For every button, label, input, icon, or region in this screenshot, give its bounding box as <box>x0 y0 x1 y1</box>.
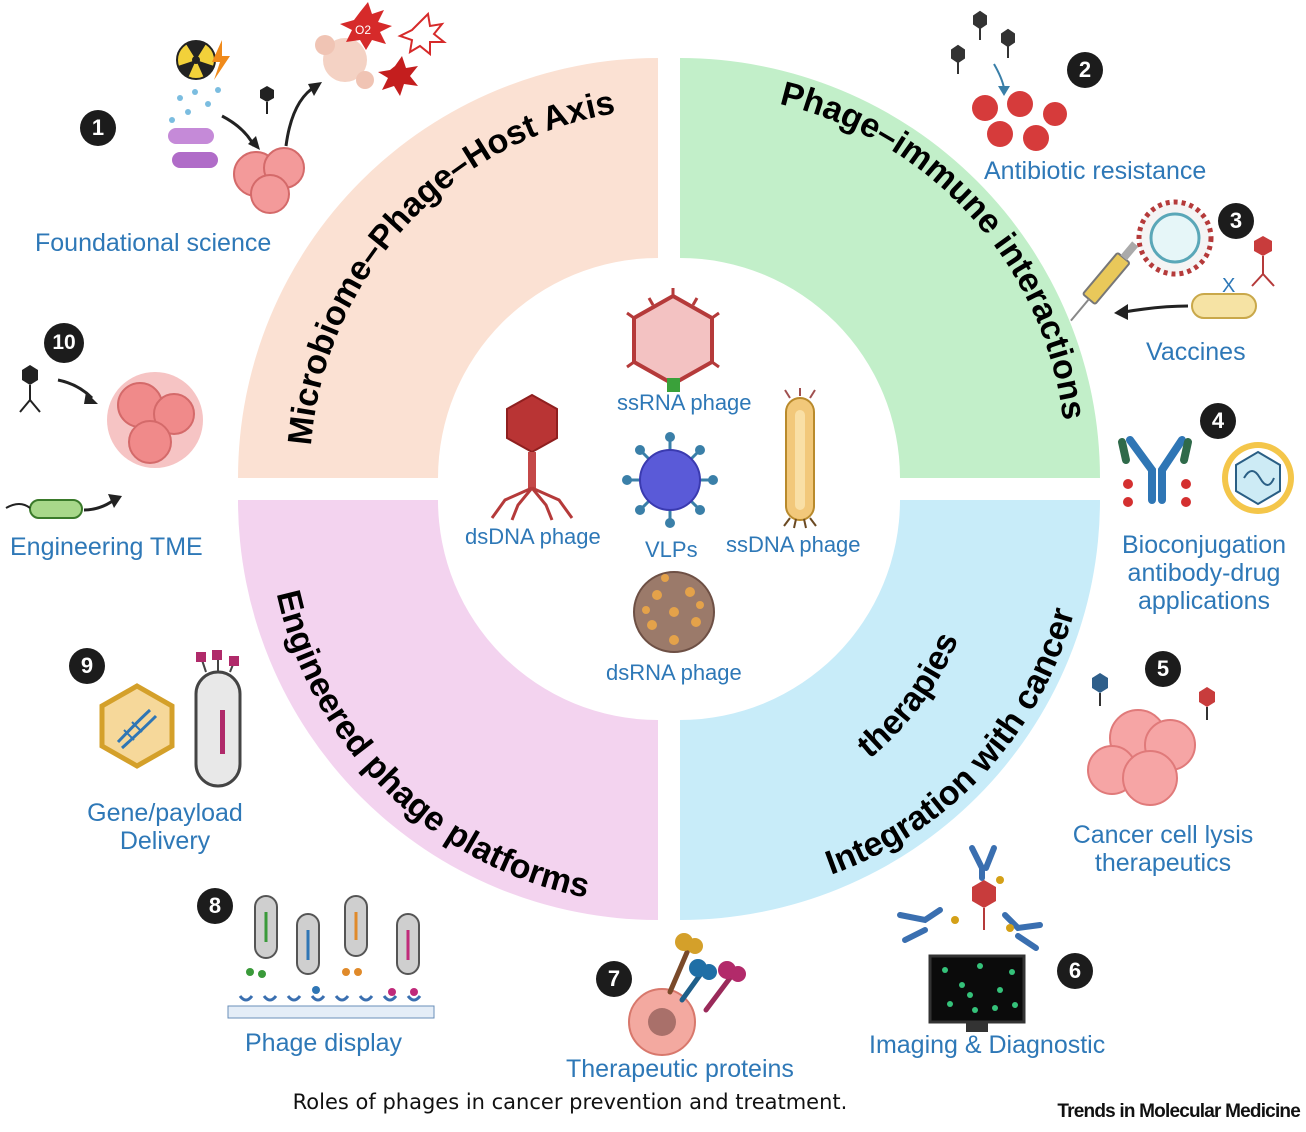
bioconjugation-illustration <box>1118 436 1294 514</box>
ssdna-phage-label: ssDNA phage <box>726 532 861 557</box>
quadrant-bottom-right <box>680 500 1100 920</box>
label-bioconjugation: Bioconjugation antibody-drug application… <box>1108 531 1300 615</box>
figure-caption: Roles of phages in cancer prevention and… <box>292 1090 848 1114</box>
vlp-icon <box>622 432 718 528</box>
dsrna-phage-label: dsRNA phage <box>606 660 742 685</box>
dsdna-phage-label: dsDNA phage <box>465 524 601 549</box>
label-gene-delivery-line1: Gene/payload <box>87 799 243 827</box>
imaging-diagnostic-illustration <box>897 845 1043 1032</box>
dsrna-phage-icon <box>633 571 715 653</box>
label-cancer-cell-lysis: Cancer cell lysis therapeutics <box>1060 821 1266 877</box>
ssdna-phage-icon <box>783 388 817 529</box>
number-badge-6: 6 <box>1057 953 1093 989</box>
label-foundational-science: Foundational science <box>35 229 272 257</box>
engineering-tme-illustration <box>5 365 203 519</box>
antibiotic-resistance-illustration <box>951 10 1067 151</box>
label-phage-display: Phage display <box>245 1029 403 1057</box>
journal-name: Trends in Molecular Medicine <box>1057 1101 1300 1122</box>
number-badge-3: 3 <box>1218 203 1254 239</box>
ssrna-phage-label: ssRNA phage <box>617 390 752 415</box>
label-imaging-diagnostic: Imaging & Diagnostic <box>869 1031 1106 1059</box>
number-badge-8: 8 <box>197 888 233 924</box>
number-badge-4: 4 <box>1200 403 1236 439</box>
label-engineering-tme: Engineering TME <box>10 533 203 561</box>
ssrna-phage-icon <box>626 288 720 392</box>
quadrant-bottom-left <box>238 500 658 920</box>
vlps-label: VLPs <box>645 537 698 562</box>
number-badge-2: 2 <box>1067 52 1103 88</box>
o2-label: O2 <box>355 23 371 37</box>
foundational-science-illustration: O2 <box>168 2 447 214</box>
number-badge-10: 10 <box>44 323 84 363</box>
quadrant-top-left <box>238 58 658 478</box>
number-badge-5: 5 <box>1145 651 1181 687</box>
vaccines-illustration: X <box>1070 199 1275 322</box>
number-badge-9: 9 <box>69 648 105 684</box>
number-badge-1: 1 <box>80 110 116 146</box>
label-antibiotic-resistance: Antibiotic resistance <box>984 157 1207 185</box>
label-bioconjugation-line3: applications <box>1137 587 1271 615</box>
dsdna-phage-icon <box>490 393 574 521</box>
vaccine-x-label: X <box>1222 275 1235 297</box>
quadrant-top-right <box>680 58 1100 478</box>
cancer-cell-lysis-illustration <box>1087 673 1215 806</box>
label-cancer-cell-lysis-line2: therapeutics <box>1094 849 1232 877</box>
gene-delivery-illustration <box>99 650 242 788</box>
label-cancer-cell-lysis-line1: Cancer cell lysis <box>1072 821 1254 849</box>
number-badge-7: 7 <box>596 961 632 997</box>
label-bioconjugation-line2: antibody-drug <box>1127 559 1281 587</box>
phage-display-illustration <box>227 895 435 1019</box>
label-gene-delivery-line2: Delivery <box>119 827 211 855</box>
label-vaccines: Vaccines <box>1146 338 1246 366</box>
therapeutic-proteins-illustration <box>628 933 746 1056</box>
label-gene-delivery: Gene/payload Delivery <box>80 799 250 855</box>
label-therapeutic-proteins: Therapeutic proteins <box>566 1055 794 1083</box>
label-bioconjugation-line1: Bioconjugation <box>1121 531 1286 559</box>
